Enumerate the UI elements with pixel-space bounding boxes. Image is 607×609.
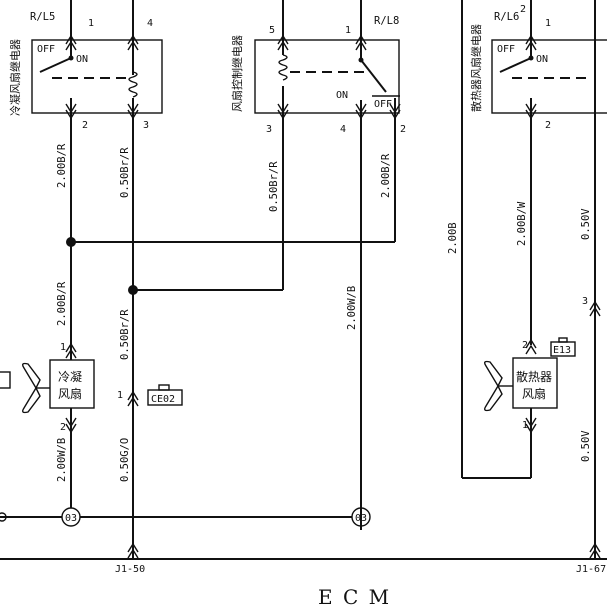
fan-icon <box>0 362 50 414</box>
wire-label: 0.50Br/R <box>268 161 280 212</box>
pin-label: 1 <box>88 18 94 29</box>
relay-name: 风扇控制继电器 <box>230 35 244 112</box>
wire-label: R/L6 <box>494 11 519 23</box>
ground-point <box>351 507 371 527</box>
switch-off-label: OFF <box>374 99 392 110</box>
ecm-label: E C M <box>318 585 391 609</box>
splice-dot <box>128 285 138 295</box>
ground-label: 03 <box>355 513 367 524</box>
pin-arrow <box>277 34 289 51</box>
ecm-pin-label: J1-50 <box>115 564 145 575</box>
pin-arrow <box>65 34 77 51</box>
pin-label: 4 <box>147 18 153 29</box>
switch-off-label: OFF <box>37 44 55 55</box>
radiator-fan: 2 1 散热器 风扇 E13 <box>483 337 576 434</box>
pin-label: 3 <box>143 120 149 131</box>
ce02-connector: CE02 1 3 <box>117 296 588 406</box>
pin-arrow <box>127 103 139 120</box>
pin-arrow <box>127 34 139 51</box>
wire-label: 2.00B <box>447 222 459 254</box>
fan-control-relay-coil <box>278 54 288 81</box>
pin-label: 1 <box>60 342 66 353</box>
relay-name: 冷凝风扇继电器 <box>8 39 22 116</box>
pin-label: 1 <box>545 18 551 29</box>
relay-name: 散热器风扇继电器 <box>469 24 483 112</box>
pin-label: 2 <box>400 124 406 135</box>
pin-arrow <box>525 34 537 51</box>
wire-label: 0.50Br/R <box>119 147 131 198</box>
wire-label: 2.00B/R <box>380 153 392 198</box>
fan-label: 风扇 <box>522 386 546 401</box>
pin-label: 2 <box>522 340 528 351</box>
pin-label: 2 <box>82 120 88 131</box>
pin-arrow <box>127 542 139 559</box>
pin-arrow <box>589 542 601 559</box>
ground-label: 03 <box>65 513 77 524</box>
wire-label: 0.50V <box>580 208 592 240</box>
pin-arrow <box>525 338 537 355</box>
condenser-relay-coil <box>128 71 138 98</box>
connector-label: E13 <box>553 345 571 356</box>
switch-on-label: ON <box>76 54 88 65</box>
wire-label: 2.00B/R <box>56 143 68 188</box>
wire-label: R/L8 <box>374 15 399 27</box>
wire-label: 2.00W/B <box>56 438 68 482</box>
pin-arrow <box>277 103 289 120</box>
pin-label: 2 <box>60 422 66 433</box>
pin-label: 1 <box>117 390 123 401</box>
connector-label: CE02 <box>151 394 175 405</box>
connector-arrow <box>589 300 601 311</box>
pin-arrow <box>389 103 401 120</box>
pin-label: 2 <box>520 4 526 15</box>
condenser-fan: 1 2 冷凝 风扇 <box>0 342 95 434</box>
condenser-fan-relay: 1 4 2 3 R/L5 OFF ON 冷凝风扇继电器 <box>8 0 163 560</box>
pin-label: 1 <box>522 420 528 431</box>
condenser-fan-box <box>49 359 95 409</box>
fan-control-relay: 5 1 3 4 2 R/L8 ON OFF 风扇控制继电器 <box>230 0 406 530</box>
pin-label: 4 <box>340 124 346 135</box>
switch-on-label: ON <box>336 90 348 101</box>
pin-label: 3 <box>266 124 272 135</box>
pin-label: 5 <box>269 25 275 36</box>
pin-label: 3 <box>582 296 588 307</box>
radiator-relay-box <box>491 39 607 114</box>
ground-point <box>61 507 81 527</box>
switch-off-label: OFF <box>497 44 515 55</box>
pin-arrow <box>525 417 537 434</box>
radiator-fan-box <box>512 357 558 409</box>
wiring: 03 03 <box>0 0 607 560</box>
pin-arrow <box>65 103 77 120</box>
ecm: J1-50 J1-67 E C M <box>115 564 606 609</box>
wire-label: 2.00W/B <box>346 286 358 330</box>
radiator-fan-relay: 2 1 2 R/L6 OFF ON 散热器风扇继电器 <box>469 0 607 560</box>
condenser-relay-box <box>31 39 163 114</box>
fan-label: 冷凝 <box>58 369 82 384</box>
pin-label: 1 <box>345 25 351 36</box>
fan-label: 散热器 <box>516 369 552 384</box>
wire-label: 2.00B/R <box>56 281 68 326</box>
connector-arrow <box>127 390 139 401</box>
pin-arrow <box>65 342 77 359</box>
wire-label: 0.50V <box>580 430 592 462</box>
pin-arrow <box>65 417 77 434</box>
wire-label: 2.00B/W <box>516 201 528 246</box>
pin-arrow <box>355 103 367 120</box>
pin-arrow <box>525 103 537 120</box>
wire-label: R/L5 <box>30 11 55 23</box>
pin-arrow <box>355 34 367 51</box>
pin-label: 2 <box>545 120 551 131</box>
connector-icon: E13 <box>550 337 576 357</box>
wire-labels: 2.00B/R 0.50Br/R 0.50Br/R 2.00B/R 2.00B/… <box>56 143 592 482</box>
wire-label: 0.50G/O <box>119 438 131 482</box>
switch-on-label: ON <box>536 54 548 65</box>
fan-icon <box>483 360 513 412</box>
wire-label: 0.50Br/R <box>119 309 131 360</box>
fan-label: 风扇 <box>58 386 82 401</box>
ecm-pin-label: J1-67 <box>576 564 606 575</box>
